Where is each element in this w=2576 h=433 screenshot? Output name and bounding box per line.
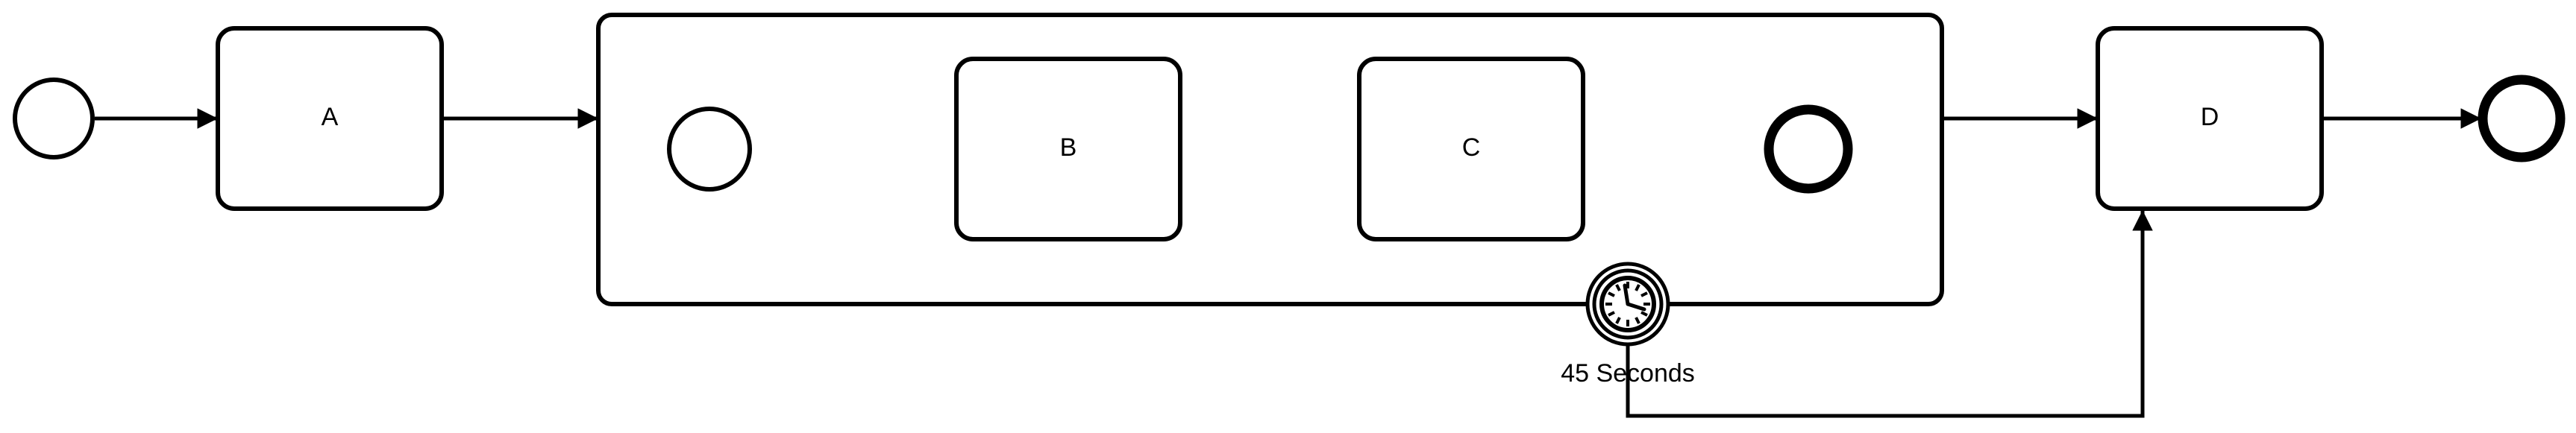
end-event[interactable] bbox=[2478, 75, 2566, 162]
task-c-label: C bbox=[1462, 133, 1481, 162]
task-b[interactable]: B bbox=[954, 57, 1182, 241]
task-d-label: D bbox=[2201, 103, 2219, 131]
subprocess-end-event[interactable] bbox=[1764, 104, 1853, 194]
start-event[interactable] bbox=[13, 78, 95, 159]
timer-label: 45 Seconds bbox=[1561, 359, 1695, 388]
clock-icon bbox=[1599, 276, 1656, 332]
subprocess-start-event[interactable] bbox=[667, 107, 752, 192]
boundary-timer-event[interactable] bbox=[1585, 262, 1670, 347]
task-a-label: A bbox=[322, 103, 339, 131]
subprocess[interactable] bbox=[596, 13, 1944, 306]
task-c[interactable]: C bbox=[1357, 57, 1585, 241]
flow-timer-to-d[interactable] bbox=[1626, 210, 2153, 418]
task-a[interactable]: A bbox=[216, 26, 444, 211]
task-d[interactable]: D bbox=[2096, 26, 2324, 211]
task-b-label: B bbox=[1060, 133, 1077, 162]
